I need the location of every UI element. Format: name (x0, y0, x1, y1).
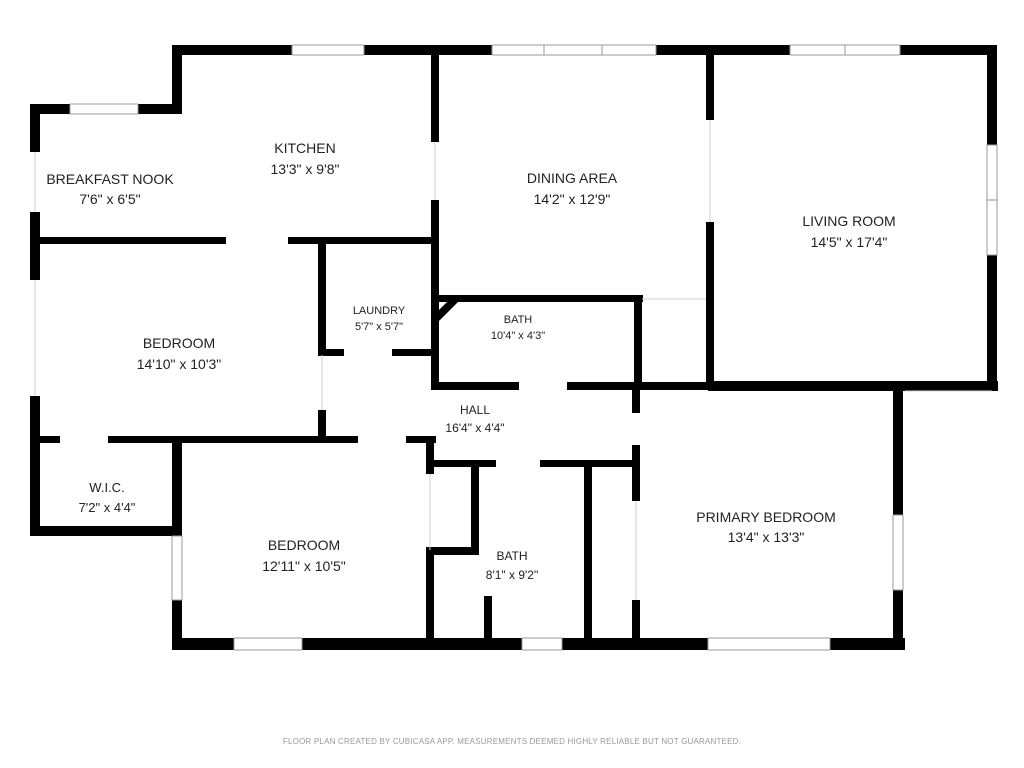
room-dims-bath-1: 10'4" x 4'3" (491, 330, 545, 342)
wall-bed1-bottom-a (30, 436, 60, 443)
wall-wic-right (172, 436, 180, 536)
wall-kitchen-dining-b (431, 200, 439, 388)
wall-bed1-bottom-b (108, 436, 358, 443)
wall-bath1-diagonal (431, 297, 458, 323)
room-dims-primary-bedroom: 13'4" x 13'3" (728, 529, 805, 545)
footer-disclaimer: FLOOR PLAN CREATED BY CUBICASA APP. MEAS… (282, 737, 742, 746)
window-dining-b (543, 44, 603, 56)
wall-kitchen-left (172, 45, 182, 113)
room-name-laundry: LAUNDRY (353, 305, 406, 317)
wall-bed2-left-b (172, 600, 182, 650)
openings (34, 120, 992, 600)
wall-hall-bottom-a (426, 460, 496, 467)
wall-right-upper-b (987, 255, 997, 391)
window-living-a (789, 44, 846, 56)
wall-closet-right (471, 460, 479, 555)
wall-primary-left-b (632, 445, 640, 501)
wall-primary-left-c (632, 600, 640, 650)
wall-laundry-bottom-a (318, 349, 344, 356)
room-dims-wic: 7'2" x 4'4" (79, 500, 136, 515)
room-name-dining-area: DINING AREA (527, 170, 618, 186)
room-name-bedroom-1: BEDROOM (143, 335, 215, 351)
room-dims-living-room: 14'5" x 17'4" (811, 234, 888, 250)
wall-bath1-right (634, 295, 642, 390)
room-name-primary-bedroom: PRIMARY BEDROOM (696, 509, 836, 525)
wall-nook-bed-b (288, 237, 436, 244)
window-bed2-bottom (233, 637, 303, 651)
room-dims-hall: 16'4" x 4'4" (445, 421, 504, 435)
window-bed2-left (171, 535, 183, 601)
room-name-hall: HALL (460, 403, 490, 417)
room-dims-dining-area: 14'2" x 12'9" (534, 191, 611, 207)
window-bath2-bottom (521, 637, 563, 651)
wall-bath2-right (584, 460, 592, 646)
wall-living-bottom (708, 381, 998, 391)
wall-bath1-bottom-a (431, 382, 519, 390)
wall-right-upper-a (987, 45, 997, 145)
windows (69, 44, 998, 651)
room-dims-bedroom-2: 12'11" x 10'5" (262, 558, 346, 574)
window-living-b (844, 44, 901, 56)
wall-closet-bottom (426, 547, 479, 555)
wall-right-lower-b (893, 590, 903, 650)
wall-right-lower-a (893, 385, 903, 515)
room-name-living-room: LIVING ROOM (802, 213, 895, 229)
room-dims-kitchen: 13'3" x 9'8" (271, 161, 340, 177)
window-living-right-a (986, 144, 998, 201)
room-name-bath-2: BATH (496, 549, 527, 563)
wall-dining-living-b (706, 222, 714, 390)
wall-bath1-top (431, 295, 643, 302)
room-name-bath-1: BATH (504, 314, 533, 326)
room-name-breakfast-nook: BREAKFAST NOOK (46, 171, 174, 187)
room-dims-breakfast-nook: 7'6" x 6'5" (79, 191, 140, 207)
wall-wic-bottom (30, 526, 180, 536)
room-name-wic: W.I.C. (89, 480, 124, 495)
wall-bed2-right-b (426, 550, 434, 650)
wall-laundry-bottom-b (392, 349, 436, 356)
room-dims-bath-2: 8'1" x 9'2" (486, 568, 538, 582)
window-living-right-b (986, 199, 998, 256)
wall-left-upper (30, 104, 40, 152)
wall-laundry-left-a (318, 237, 326, 355)
window-kitchen (291, 44, 365, 56)
wall-dining-living-a (706, 50, 714, 120)
window-dining-c (601, 44, 657, 56)
room-name-bedroom-2: BEDROOM (268, 537, 340, 553)
window-primary-bottom (707, 637, 831, 651)
room-dims-laundry: 5'7" x 5'7" (355, 321, 403, 333)
wall-bath2-stub (484, 596, 492, 646)
room-name-kitchen: KITCHEN (274, 140, 335, 156)
window-primary-right (892, 514, 904, 591)
window-nook (69, 103, 139, 115)
wall-nook-bed-a (30, 237, 226, 244)
window-dining-a (491, 44, 545, 56)
wall-bed2-right-a (426, 436, 434, 474)
wall-left-lower (30, 396, 40, 536)
room-dims-bedroom-1: 14'10" x 10'3" (137, 356, 222, 372)
wall-left-mid (30, 212, 40, 280)
wall-laundry-left-b (318, 410, 326, 440)
wall-bed1-bottom-c (406, 436, 436, 443)
wall-kitchen-dining-a (431, 50, 439, 142)
wall-primary-left-a (632, 385, 640, 413)
room-labels: BREAKFAST NOOK 7'6" x 6'5" KITCHEN 13'3"… (46, 140, 895, 582)
